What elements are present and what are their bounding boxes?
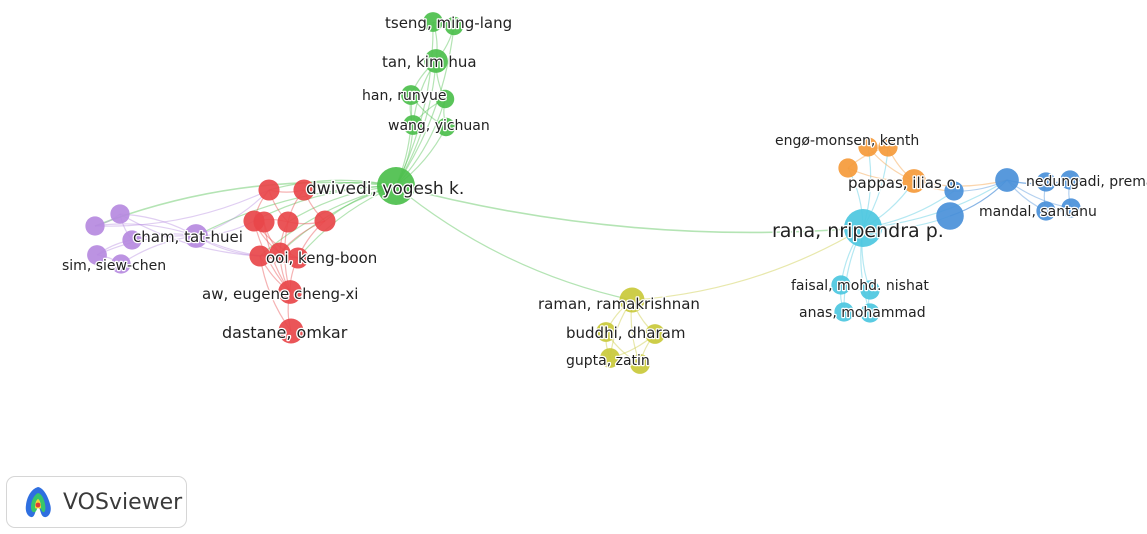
node-raman[interactable] <box>619 287 645 313</box>
vosviewer-logo[interactable]: VOSviewer <box>6 476 187 528</box>
node-c2[interactable] <box>860 280 880 300</box>
node-buddhi[interactable] <box>596 322 616 342</box>
node-label-rana[interactable]: rana, nripendra p. <box>771 219 945 244</box>
node-label-raman[interactable]: raman, ramakrishnan <box>537 294 701 315</box>
vosviewer-logo-text: VOSviewer <box>63 489 183 515</box>
node-p2[interactable] <box>110 204 130 224</box>
node-rana[interactable] <box>844 209 882 247</box>
node-p3[interactable] <box>122 230 142 250</box>
network-link <box>94 181 397 227</box>
node-engo[interactable] <box>858 137 878 157</box>
node-b7[interactable] <box>1061 198 1081 218</box>
node-tseng2[interactable] <box>444 16 464 36</box>
node-b5[interactable] <box>1060 170 1080 190</box>
node-han[interactable] <box>401 85 421 105</box>
node-han2[interactable] <box>435 89 455 109</box>
network-link <box>94 189 270 227</box>
node-label-dastane[interactable]: dastane, omkar <box>221 322 349 344</box>
node-label-wang[interactable]: wang, yichuan <box>387 117 491 136</box>
node-p4[interactable] <box>111 254 131 274</box>
node-c4[interactable] <box>860 303 880 323</box>
node-label-cham[interactable]: cham, tat-huei <box>132 227 244 248</box>
node-r1[interactable] <box>258 179 280 201</box>
node-label-tseng[interactable]: tseng, ming-lang <box>384 13 514 34</box>
node-label-pappas[interactable]: pappas, ilias o. <box>847 173 962 194</box>
node-r3[interactable] <box>277 211 299 233</box>
node-o2[interactable] <box>878 137 898 157</box>
node-label-han[interactable]: han, runyue <box>361 87 448 106</box>
node-b3[interactable] <box>995 168 1019 192</box>
node-dastane[interactable] <box>278 318 304 344</box>
network-link <box>631 227 864 301</box>
node-label-anas[interactable]: anas, mohammad <box>798 304 927 323</box>
network-link <box>395 21 434 187</box>
network-labels: dwivedi, yogesh k. tseng, ming-lang tan, k… <box>61 13 1147 371</box>
node-label-engo[interactable]: engø-monsen, kenth <box>774 132 921 151</box>
node-tan[interactable] <box>424 49 448 73</box>
node-label-dwivedi[interactable]: dwivedi, yogesh k. <box>305 178 466 201</box>
node-label-aw[interactable]: aw, eugene cheng-xi <box>201 284 360 305</box>
network-link <box>395 25 455 187</box>
node-wang[interactable] <box>403 115 423 135</box>
node-r5[interactable] <box>314 210 336 232</box>
node-label-buddhi[interactable]: buddhi, dharam <box>565 323 687 344</box>
node-dwivedi[interactable] <box>377 167 415 205</box>
node-r8[interactable] <box>253 211 275 233</box>
network-link <box>395 185 633 301</box>
node-b1[interactable] <box>936 202 964 230</box>
node-y2[interactable] <box>645 324 665 344</box>
node-anas[interactable] <box>834 302 854 322</box>
node-faisal[interactable] <box>831 275 851 295</box>
vosviewer-logo-icon <box>23 485 53 519</box>
node-p1[interactable] <box>85 216 105 236</box>
node-b2[interactable] <box>944 181 964 201</box>
node-r2[interactable] <box>293 179 315 201</box>
node-aw[interactable] <box>278 280 302 304</box>
node-y4[interactable] <box>630 354 650 374</box>
node-ooi[interactable] <box>287 247 309 269</box>
node-label-mandal[interactable]: mandal, santanu <box>978 203 1098 222</box>
node-tseng[interactable] <box>423 12 443 32</box>
network-nodes <box>85 12 1081 374</box>
node-label-faisal[interactable]: faisal, mohd. nishat <box>790 277 931 296</box>
node-wang2[interactable] <box>436 117 456 137</box>
network-link <box>395 185 864 234</box>
node-label-tan[interactable]: tan, kim hua <box>381 52 478 73</box>
node-label-ooi[interactable]: ooi, keng-boon <box>265 248 379 269</box>
node-label-sim[interactable]: sim, siew-chen <box>61 257 168 276</box>
node-r6[interactable] <box>269 242 291 264</box>
node-nedungadi[interactable] <box>1036 172 1056 192</box>
node-sim[interactable] <box>87 245 107 265</box>
node-label-gupta[interactable]: gupta, zatin <box>565 352 651 371</box>
node-cham[interactable] <box>184 224 208 248</box>
node-label-nedungadi[interactable]: nedungadi, prema <box>1025 173 1147 192</box>
node-mandal[interactable] <box>1036 201 1056 221</box>
node-o3[interactable] <box>838 158 858 178</box>
node-pappas[interactable] <box>902 169 926 193</box>
network-link <box>195 185 397 237</box>
node-r7[interactable] <box>249 245 271 267</box>
node-gupta[interactable] <box>600 348 620 368</box>
